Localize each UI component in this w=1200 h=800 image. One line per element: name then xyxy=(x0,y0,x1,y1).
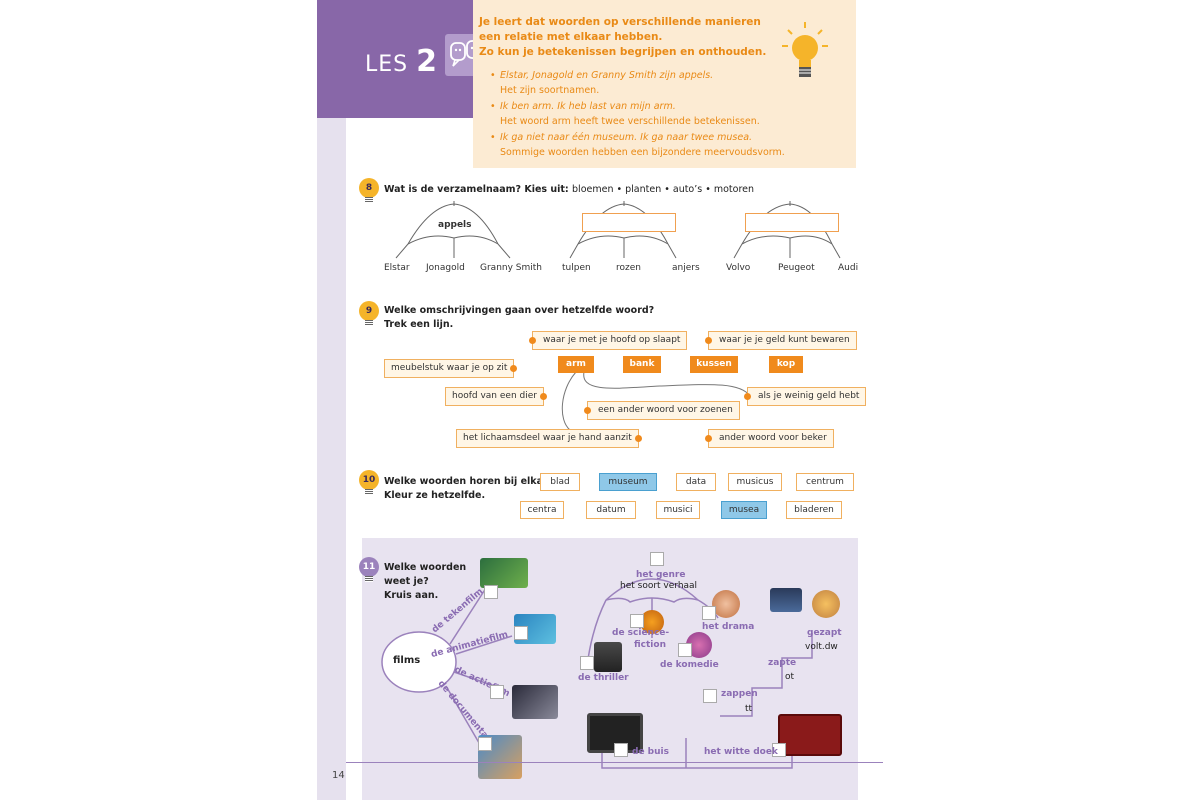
footer-rule xyxy=(346,762,883,763)
word-box-musea[interactable]: musea xyxy=(721,501,767,519)
umbrella-item: Volvo xyxy=(726,263,751,273)
stair-sub: volt.dw xyxy=(805,642,838,652)
umbrella-item: rozen xyxy=(616,263,641,273)
viewer-icon xyxy=(812,590,840,618)
action-thumbnail xyxy=(512,685,558,719)
bullet-1: •Elstar, Jonagold en Granny Smith zijn a… xyxy=(490,70,714,96)
umbrella-item: Jonagold xyxy=(426,263,465,273)
lesson-header: LES 2 xyxy=(317,0,487,118)
q9-title: Welke omschrijvingen gaan over hetzelfde… xyxy=(384,305,655,330)
stair-label: zappen xyxy=(721,689,758,699)
checkbox-buis[interactable] xyxy=(614,743,628,757)
side-band xyxy=(317,118,346,800)
q10-title: Welke woorden horen bij elkaar?Kleur ze … xyxy=(384,476,560,501)
rocket-icon xyxy=(640,610,664,634)
word-arm[interactable]: arm xyxy=(558,356,594,373)
bullet-3: •Ik ga niet naar één museum. Ik ga naar … xyxy=(490,132,785,158)
q11-mindmap-lines xyxy=(381,578,813,769)
screen-label: het witte doek xyxy=(704,747,778,757)
genre-label: het genre xyxy=(636,570,686,580)
intro-text: Je leert dat woorden op verschillende ma… xyxy=(479,16,767,58)
umbrella-1-label: appels xyxy=(438,220,472,230)
mindmap-center: films xyxy=(393,655,421,666)
desc-bench[interactable]: meubelstuk waar je op zit xyxy=(384,359,518,378)
question-number-9: 9 xyxy=(359,301,379,326)
desc-poor[interactable]: als je weinig geld hebt xyxy=(744,387,867,406)
q8-umbrellas xyxy=(395,201,841,259)
genre-item: de komedie xyxy=(660,660,719,670)
page-number: 14 xyxy=(332,770,345,781)
word-box-datum[interactable]: datum xyxy=(586,501,636,519)
word-box-museum[interactable]: museum xyxy=(599,473,657,491)
lightbulb-icon xyxy=(780,20,830,86)
question-number-11: 11 xyxy=(359,557,379,582)
word-box-bladeren[interactable]: bladeren xyxy=(786,501,842,519)
intro-box xyxy=(473,0,856,168)
question-number-8: 8 xyxy=(359,178,379,203)
umbrella-item: Granny Smith xyxy=(480,263,542,273)
tv-scene-icon xyxy=(770,588,802,612)
checkbox-komedie[interactable] xyxy=(678,643,692,657)
thriller-icon xyxy=(594,642,622,672)
word-box-blad[interactable]: blad xyxy=(540,473,580,491)
checkbox-drama[interactable] xyxy=(702,606,716,620)
q8-title: Wat is de verzamelnaam? Kies uit: bloeme… xyxy=(384,184,755,195)
umbrella-item: tulpen xyxy=(562,263,591,273)
genre-sub-label: het soort verhaal xyxy=(620,581,698,591)
screen-label: de buis xyxy=(632,747,669,757)
umbrella-item: Audi xyxy=(838,263,859,273)
checkbox-actiefilm[interactable] xyxy=(490,685,504,699)
word-kop[interactable]: kop xyxy=(769,356,803,373)
word-box-data[interactable]: data xyxy=(676,473,716,491)
checkbox-witte-doek[interactable] xyxy=(772,743,786,757)
umbrella-item: Elstar xyxy=(384,263,410,273)
genre-item: het drama xyxy=(702,622,755,632)
word-bank[interactable]: bank xyxy=(623,356,661,373)
stair-sub: ot xyxy=(785,672,795,682)
umbrella-item: anjers xyxy=(672,263,700,273)
desc-pillow[interactable]: waar je met je hoofd op slaapt xyxy=(529,331,688,350)
word-box-musici[interactable]: musici xyxy=(656,501,700,519)
cinema-screen-icon xyxy=(778,714,842,756)
cartoon-thumbnail xyxy=(480,558,528,588)
genre-item: de thriller xyxy=(578,673,629,683)
checkbox-zappen[interactable] xyxy=(703,689,717,703)
word-kussen[interactable]: kussen xyxy=(690,356,738,373)
desc-bank-money[interactable]: waar je je geld kunt bewaren xyxy=(705,331,857,350)
checkbox-genre[interactable] xyxy=(650,552,664,566)
umbrella-3-answer[interactable] xyxy=(745,213,839,232)
desc-animal-head[interactable]: hoofd van een dier xyxy=(445,387,547,406)
genre-item: fiction xyxy=(634,640,666,650)
lesson-title: LES 2 xyxy=(365,44,438,79)
checkbox-animatiefilm[interactable] xyxy=(514,626,528,640)
umbrella-item: Peugeot xyxy=(778,263,815,273)
stair-sub: tt xyxy=(745,704,753,714)
stair-label: gezapt xyxy=(807,628,842,638)
drama-face-icon xyxy=(712,590,740,618)
word-box-centrum[interactable]: centrum xyxy=(796,473,854,491)
umbrella-2-answer[interactable] xyxy=(582,213,676,232)
question-number-10: 10 xyxy=(359,470,379,495)
stair-label: zapte xyxy=(768,658,797,668)
bullet-2: •Ik ben arm. Ik heb last van mijn arm.He… xyxy=(490,101,760,127)
desc-kiss[interactable]: een ander woord voor zoenen xyxy=(584,401,740,420)
desc-arm[interactable]: het lichaamsdeel waar je hand aanzit xyxy=(456,429,642,448)
genre-item: de science- xyxy=(612,628,670,638)
word-box-musicus[interactable]: musicus xyxy=(728,473,782,491)
word-box-centra[interactable]: centra xyxy=(520,501,564,519)
desc-cup[interactable]: ander woord voor beker xyxy=(705,429,834,448)
checkbox-documentaire[interactable] xyxy=(478,737,492,751)
checkbox-thriller[interactable] xyxy=(580,656,594,670)
checkbox-science-fiction[interactable] xyxy=(630,614,644,628)
checkbox-tekenfilm[interactable] xyxy=(484,585,498,599)
